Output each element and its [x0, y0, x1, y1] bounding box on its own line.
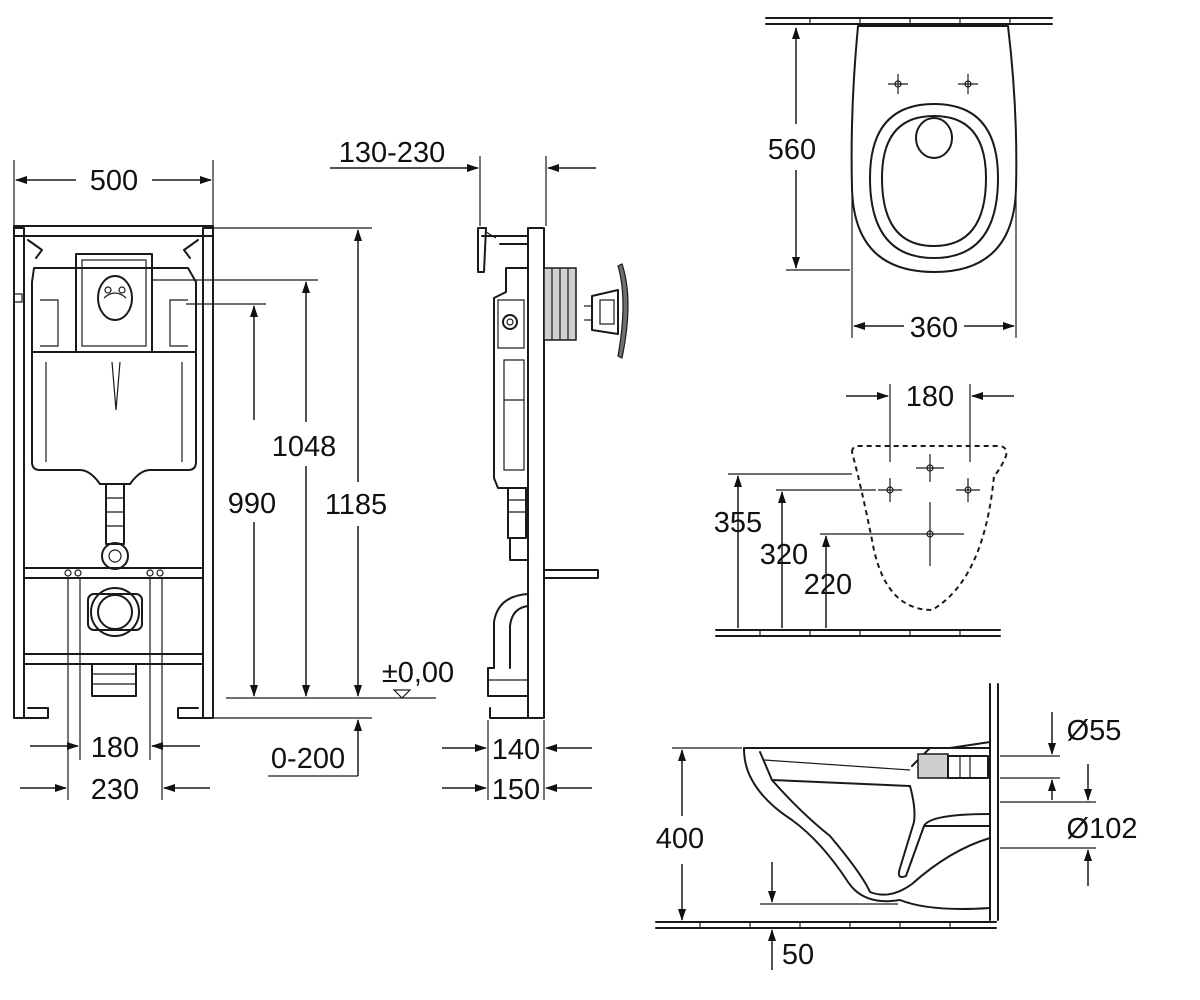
dim-180-rear: 180	[906, 381, 954, 413]
dim-560: 560	[768, 134, 816, 166]
dim-500: 500	[90, 165, 138, 197]
rear-view-dimensions: 180 355 320 220	[714, 381, 1014, 628]
mount-cross-right	[956, 478, 980, 502]
dim-355: 355	[714, 507, 762, 539]
dim-400: 400	[656, 823, 704, 855]
bowl-side-dimensions: 400 50 Ø55 Ø102	[656, 712, 1138, 971]
dim-0-200: 0-200	[271, 743, 345, 775]
frame-front-view	[13, 225, 214, 719]
dim-1185: 1185	[325, 489, 387, 521]
dim-230: 230	[91, 774, 139, 806]
dim-140: 140	[492, 734, 540, 766]
dim-360: 360	[910, 312, 958, 344]
floor-level-label: ±0,00	[382, 657, 454, 689]
mount-cross-center	[896, 502, 964, 566]
dim-150: 150	[492, 774, 540, 806]
dim-130-230: 130-230	[339, 137, 445, 169]
mount-cross-top	[916, 454, 944, 482]
dim-50: 50	[782, 939, 814, 971]
top-view-dimensions: 560 360	[768, 27, 1017, 344]
bolt-mark-left	[888, 74, 908, 94]
bowl-rear-view	[715, 445, 1008, 637]
dim-990: 990	[228, 488, 276, 520]
bowl-side-view	[655, 683, 999, 929]
front-view-dimensions: 500 990 1048 1185 ±0,00 0-200 180	[13, 160, 454, 806]
frame-side-view	[477, 227, 629, 719]
mount-cross-left	[878, 478, 902, 502]
dim-180-front: 180	[91, 732, 139, 764]
dim-1048: 1048	[272, 431, 337, 463]
dim-diameter-55: Ø55	[1067, 715, 1122, 747]
bowl-top-view	[765, 17, 1053, 273]
dim-320: 320	[760, 539, 808, 571]
dim-220: 220	[804, 569, 852, 601]
dim-diameter-102: Ø102	[1067, 813, 1138, 845]
side-view-dimensions: 130-230 140 150	[330, 137, 596, 806]
bolt-mark-right	[958, 74, 978, 94]
